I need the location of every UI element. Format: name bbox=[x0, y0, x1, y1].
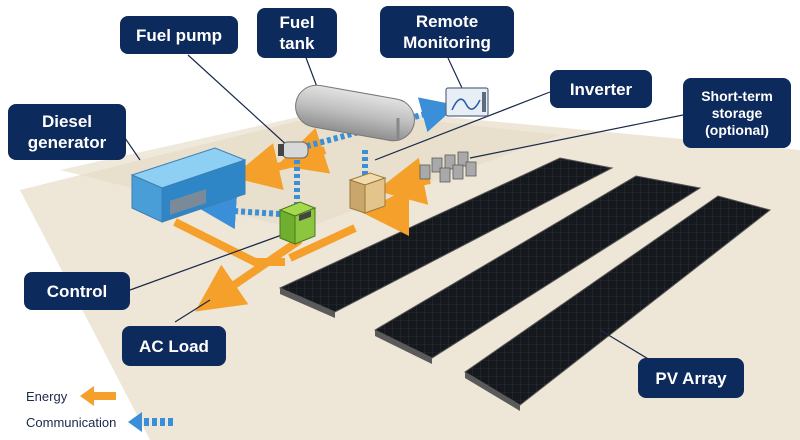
fuel-pump-shape bbox=[278, 141, 309, 159]
label-control: Control bbox=[24, 272, 130, 310]
energy-flows bbox=[173, 127, 431, 312]
inverter-shape bbox=[348, 172, 387, 214]
label-fuel-pump-text: Fuel pump bbox=[136, 25, 222, 45]
pv-row-2-edge bbox=[375, 330, 432, 364]
diesel-generator-shape bbox=[130, 147, 247, 223]
label-inverter-text: Inverter bbox=[569, 79, 633, 99]
label-ac-load-text: AC Load bbox=[139, 336, 209, 356]
storage-shape bbox=[419, 151, 477, 183]
comm-flow-control-generator bbox=[200, 193, 281, 230]
energy-flow-load bbox=[195, 236, 303, 312]
label-control-text: Control bbox=[46, 281, 108, 301]
energy-flow-inverter-control bbox=[288, 224, 357, 262]
leader-fuel-pump bbox=[187, 54, 291, 149]
leader-storage bbox=[469, 114, 684, 159]
label-fuel-pump: Fuel pump bbox=[120, 16, 238, 54]
label-fuel-tank: Fuel tank bbox=[257, 8, 337, 58]
leader-control bbox=[129, 231, 291, 291]
control-cabinet-shape bbox=[278, 201, 317, 245]
leader-lines bbox=[124, 54, 684, 361]
fuel-tank-shape bbox=[295, 84, 415, 142]
label-remote-monitoring: Remote Monitoring bbox=[380, 6, 514, 58]
pv-row-1-edge bbox=[280, 288, 335, 318]
label-inverter: Inverter bbox=[550, 70, 652, 108]
leader-monitoring bbox=[447, 57, 463, 89]
label-short-term-storage-text: Short-term storage (optional) bbox=[701, 87, 773, 138]
leader-ac-load bbox=[174, 299, 211, 323]
pv-array-group bbox=[278, 157, 772, 411]
legend-energy-label: Energy bbox=[26, 389, 68, 404]
energy-flow-main bbox=[173, 218, 285, 266]
leader-generator bbox=[124, 137, 141, 161]
pv-row-3-edge bbox=[465, 372, 520, 411]
label-diesel-generator-text: Diesel generator bbox=[27, 112, 107, 152]
legend-communication-label: Communication bbox=[26, 415, 117, 430]
label-short-term-storage: Short-term storage (optional) bbox=[683, 78, 791, 148]
label-remote-monitoring-text: Remote Monitoring bbox=[403, 12, 491, 52]
leader-inverter bbox=[374, 91, 551, 161]
label-fuel-tank-text: Fuel tank bbox=[279, 13, 315, 53]
monitoring-screen-shape bbox=[445, 87, 489, 117]
label-pv-array: PV Array bbox=[638, 358, 744, 398]
label-pv-array-text: PV Array bbox=[655, 368, 727, 388]
legend-energy-arrow bbox=[80, 386, 116, 406]
legend-communication-arrow bbox=[128, 412, 173, 432]
leader-pv-array bbox=[599, 329, 651, 361]
label-ac-load: AC Load bbox=[122, 326, 226, 366]
energy-flow-storage-inverter bbox=[376, 157, 431, 205]
label-diesel-generator: Diesel generator bbox=[8, 104, 126, 160]
pv-row-2 bbox=[373, 175, 702, 359]
